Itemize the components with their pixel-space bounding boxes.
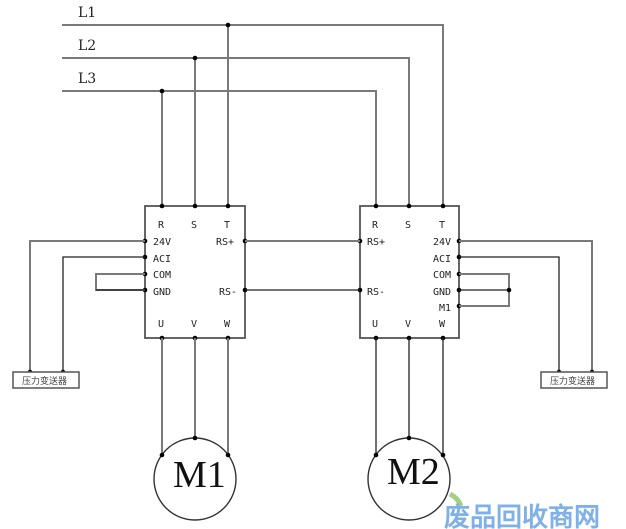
motor-m1: M1 — [153, 338, 237, 521]
term-r: R — [158, 220, 165, 231]
wire-aci-left — [62, 256, 145, 372]
term-com: COM — [153, 270, 171, 281]
wire-24v-right — [459, 240, 593, 372]
wire-aci-right — [459, 256, 560, 372]
term-u: U — [158, 319, 164, 330]
label-l1: L1 — [78, 5, 96, 21]
pressure-sensor-right — [540, 371, 608, 389]
left-sensor-wiring: 压力变送器 — [12, 240, 145, 389]
term-s: S — [405, 220, 411, 231]
term-w: W — [439, 319, 446, 330]
label-l3: L3 — [78, 71, 96, 87]
term-v: V — [405, 319, 411, 330]
motor-m2-label: M2 — [387, 451, 440, 493]
junction-dot — [225, 22, 231, 28]
right-sensor-wiring: 压力变送器 — [459, 240, 608, 389]
term-com: COM — [433, 270, 451, 281]
wire-com-gnd-jumper-left — [95, 273, 145, 291]
motor-m2: M2 — [367, 338, 451, 521]
wire-l2 — [62, 57, 410, 206]
junction-dot — [159, 88, 165, 94]
term-m1: M1 — [439, 303, 451, 314]
term-rs-plus: RS+ — [216, 237, 234, 248]
wire-l3 — [62, 90, 377, 206]
term-gnd: GND — [433, 287, 451, 298]
wire-l1 — [62, 24, 444, 206]
term-s: S — [191, 220, 197, 231]
junction-dot — [192, 55, 198, 61]
watermark-text: 废品回收商网 — [444, 502, 600, 529]
term-aci: ACI — [433, 254, 451, 265]
drive-right: R S T RS+ RS- 24V ACI COM GND M1 U V W — [357, 203, 462, 341]
term-r: R — [372, 220, 379, 231]
term-u: U — [372, 319, 378, 330]
watermark: 废品回收商网 — [444, 491, 600, 529]
leaf-icon — [448, 491, 464, 507]
label-l2: L2 — [78, 38, 96, 54]
term-t: T — [439, 220, 445, 231]
drive-left: R S T 24V ACI COM GND RS+ RS- U V W — [142, 203, 248, 341]
term-24v: 24V — [153, 237, 171, 248]
pressure-sensor-left — [12, 371, 80, 389]
term-rs-plus: RS+ — [367, 237, 385, 248]
supply-lines: L1 L2 L3 — [62, 5, 444, 206]
wire-24v-left — [29, 240, 145, 372]
term-rs-minus: RS- — [219, 287, 237, 298]
motor-m1-label: M1 — [173, 454, 226, 496]
term-v: V — [191, 319, 197, 330]
sensor-label-left: 压力变送器 — [22, 375, 67, 387]
drive-left-box — [144, 205, 246, 339]
term-rs-minus: RS- — [367, 287, 385, 298]
rs485-link — [245, 240, 360, 291]
term-aci: ACI — [153, 254, 171, 265]
term-gnd: GND — [153, 287, 171, 298]
sensor-label-right: 压力变送器 — [550, 375, 595, 387]
term-w: W — [224, 319, 231, 330]
term-t: T — [224, 220, 230, 231]
term-24v: 24V — [433, 237, 451, 248]
